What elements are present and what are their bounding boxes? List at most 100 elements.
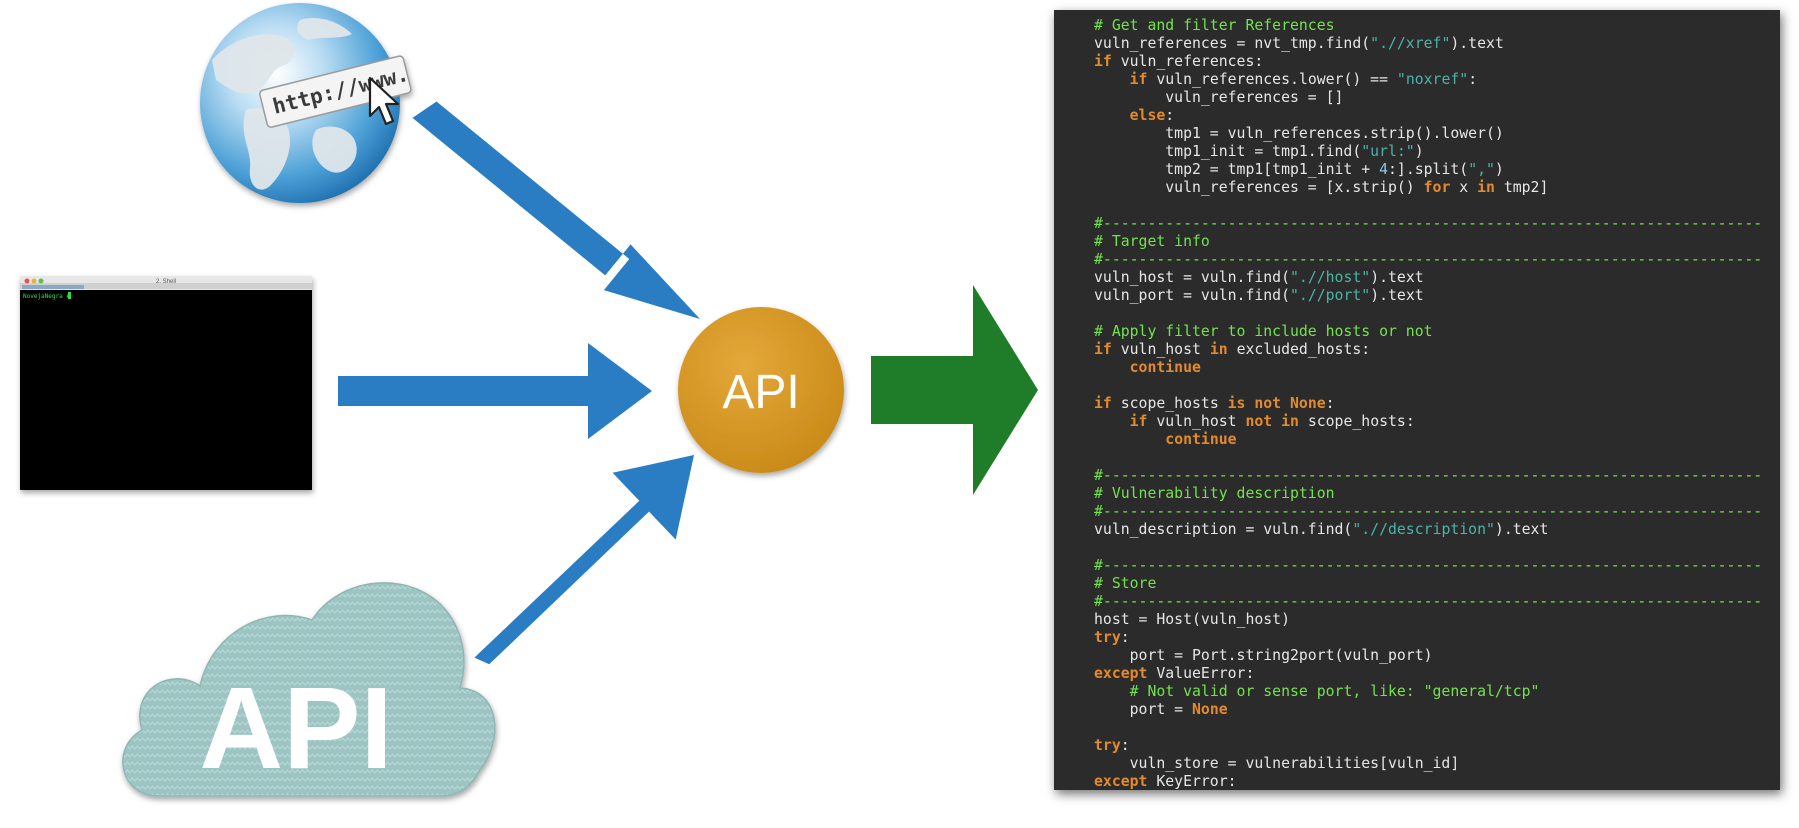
code-line: # Vulnerability description: [1094, 485, 1772, 503]
code-token-plain: vuln_references.lower() ==: [1147, 71, 1397, 88]
code-line: # Get and filter References: [1094, 17, 1772, 35]
code-token-keyword: try: [1094, 629, 1121, 646]
code-line: [1094, 305, 1772, 323]
code-line: vuln_store = vulnerabilities[vuln_id]: [1094, 755, 1772, 773]
code-token-keyword: not in: [1245, 413, 1299, 430]
code-token-plain: vuln_port = vuln.find(: [1094, 287, 1290, 304]
code-line: if vuln_references:: [1094, 53, 1772, 71]
code-token-keyword: continue: [1165, 431, 1237, 448]
code-token-keyword: except: [1094, 773, 1148, 790]
code-token-string: ",": [1468, 161, 1495, 178]
code-token-keyword: None: [1192, 701, 1228, 718]
code-token-plain: :: [1120, 629, 1130, 646]
code-line: continue: [1094, 359, 1772, 377]
code-token-plain: ): [1414, 143, 1424, 160]
code-token-plain: :: [1165, 107, 1175, 124]
code-line: continue: [1094, 431, 1772, 449]
code-token-comment: # Get and filter References: [1094, 17, 1335, 34]
code-token-plain: :].split(: [1388, 161, 1469, 178]
code-line: host = Host(vuln_host): [1094, 611, 1772, 629]
code-line: vuln_host = vuln.find(".//host").text: [1094, 269, 1772, 287]
code-line: # Target info: [1094, 233, 1772, 251]
code-token-plain: vuln_store = vulnerabilities[vuln_id]: [1094, 755, 1460, 772]
code-line: tmp1_init = tmp1.find("url:"): [1094, 143, 1772, 161]
code-token-plain: ).text: [1450, 35, 1504, 52]
code-token-keyword: if: [1129, 71, 1148, 88]
arrow-from-web: [412, 101, 700, 319]
code-token-plain: tmp1 = vuln_references.strip().lower(): [1094, 125, 1504, 142]
code-token-plain: host = Host(vuln_host): [1094, 611, 1290, 628]
code-token-comment: #---------------------------------------…: [1094, 503, 1763, 520]
code-token-keyword: is not None: [1227, 395, 1326, 412]
code-token-keyword: in: [1477, 179, 1495, 196]
code-token-keyword: try: [1094, 737, 1121, 754]
code-token-plain: port = Port.string2port(vuln_port): [1094, 647, 1433, 664]
cloud-label: API: [199, 663, 392, 793]
code-token-plain: tmp1_init = tmp1.find(: [1094, 143, 1362, 160]
code-token-plain: vuln_references = nvt_tmp.find(: [1094, 35, 1371, 52]
arrow-from-terminal: [338, 343, 652, 439]
code-token-plain: excluded_hosts:: [1227, 341, 1371, 358]
globe-icon: http://www.: [200, 3, 412, 203]
code-line: if vuln_host not in scope_hosts:: [1094, 413, 1772, 431]
arrow-from-cloud: [474, 455, 694, 665]
code-token-plain: scope_hosts: [1111, 395, 1228, 412]
code-line: if vuln_references.lower() == "noxref":: [1094, 71, 1772, 89]
code-token-plain: :: [1325, 395, 1335, 412]
code-token-plain: ValueError:: [1147, 665, 1255, 682]
code-token-comment: #---------------------------------------…: [1094, 467, 1763, 484]
code-line: #---------------------------------------…: [1094, 503, 1772, 521]
code-token-comment: # Apply filter to include hosts or not: [1094, 323, 1433, 340]
code-line: except KeyError:: [1094, 773, 1772, 790]
cloud-icon: API: [122, 582, 496, 797]
code-token-string: "noxref": [1396, 71, 1469, 88]
code-line: vuln_description = vuln.find(".//descrip…: [1094, 521, 1772, 539]
api-node: API: [678, 307, 844, 473]
code-token-comment: # Target info: [1094, 233, 1210, 250]
api-node-label: API: [722, 366, 799, 419]
code-token-plain: KeyError:: [1147, 773, 1237, 790]
code-token-plain: vuln_host: [1111, 341, 1210, 358]
code-token-string: "url:": [1361, 143, 1415, 160]
code-token-plain: vuln_host = vuln.find(: [1094, 269, 1290, 286]
code-token-plain: tmp2]: [1494, 179, 1549, 196]
code-line: #---------------------------------------…: [1094, 557, 1772, 575]
code-token-plain: ): [1494, 161, 1504, 178]
terminal-title: 2. Shell: [156, 279, 176, 285]
code-line: tmp1 = vuln_references.strip().lower(): [1094, 125, 1772, 143]
code-token-plain: vuln_references = [x.strip(): [1094, 179, 1424, 196]
code-token-comment: #---------------------------------------…: [1094, 251, 1763, 268]
code-token-comment: # Not valid or sense port, like: "genera…: [1129, 683, 1540, 700]
code-token-plain: [1094, 71, 1130, 88]
code-token-plain: tmp2 = tmp1[tmp1_init +: [1094, 161, 1380, 178]
code-token-plain: vuln_host: [1147, 413, 1246, 430]
code-token-plain: vuln_references = []: [1094, 89, 1344, 106]
code-line: #---------------------------------------…: [1094, 467, 1772, 485]
code-token-plain: ).text: [1370, 269, 1424, 286]
code-token-comment: #---------------------------------------…: [1094, 215, 1763, 232]
code-token-plain: [1094, 107, 1130, 124]
code-token-plain: x: [1450, 179, 1478, 196]
code-token-plain: [1094, 359, 1130, 376]
code-token-comment: #---------------------------------------…: [1094, 593, 1763, 610]
code-token-keyword: for: [1423, 179, 1451, 196]
code-token-plain: [1094, 683, 1130, 700]
code-line: # Not valid or sense port, like: "genera…: [1094, 683, 1772, 701]
code-line: port = Port.string2port(vuln_port): [1094, 647, 1772, 665]
code-line: #---------------------------------------…: [1094, 593, 1772, 611]
code-line: # Store: [1094, 575, 1772, 593]
arrow-to-code: [871, 285, 1038, 495]
code-token-plain: :: [1468, 71, 1478, 88]
code-line: #---------------------------------------…: [1094, 251, 1772, 269]
code-token-plain: [1094, 431, 1165, 448]
code-token-keyword: if: [1094, 395, 1112, 412]
code-line: vuln_references = nvt_tmp.find(".//xref"…: [1094, 35, 1772, 53]
code-line: [1094, 197, 1772, 215]
code-line: try:: [1094, 737, 1772, 755]
code-token-number: 4: [1379, 161, 1388, 178]
code-token-comment: #---------------------------------------…: [1094, 557, 1763, 574]
code-token-string: ".//description": [1352, 521, 1495, 538]
